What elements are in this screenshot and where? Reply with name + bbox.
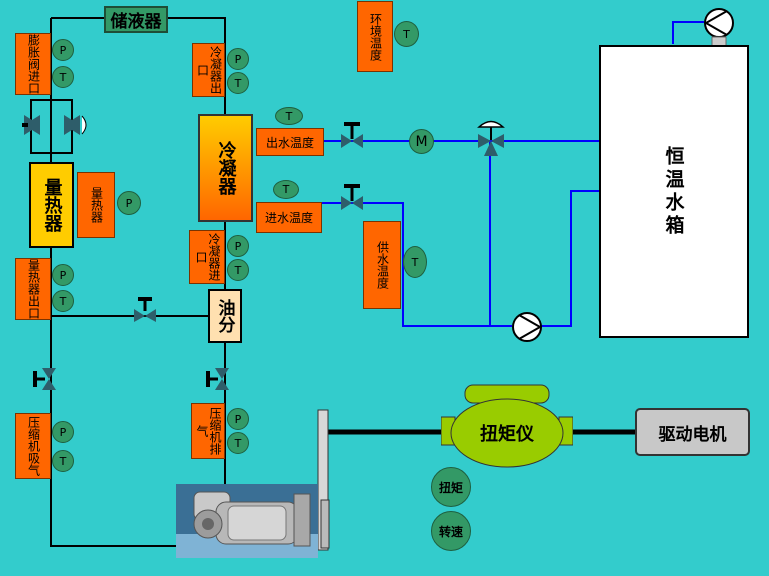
condenser-outlet-temp-gauge: T xyxy=(227,72,249,94)
inlet-water-valve-icon[interactable] xyxy=(340,183,364,211)
pump-to-tank xyxy=(541,190,599,327)
ambient-temp-tag: 环境温度 xyxy=(357,1,393,72)
water-tank: 恒温水箱 xyxy=(599,45,749,338)
condenser-inlet-pressure-gauge: P xyxy=(227,235,249,257)
outlet-water-temp-gauge: T xyxy=(275,107,303,125)
receiver-label: 储液器 xyxy=(110,12,162,32)
suction-pressure-gauge: P xyxy=(52,421,74,443)
compressor-suction-tag: 压缩机吸气 xyxy=(15,413,51,479)
condenser-box: 冷凝器 xyxy=(198,114,253,222)
circulation-pump-icon[interactable] xyxy=(511,311,543,343)
expansion-inlet-temp-gauge: T xyxy=(52,66,74,88)
evaporator-outlet-tag: 量热器出口 xyxy=(15,258,51,320)
inlet-water-temp-gauge: T xyxy=(273,180,299,199)
outlet-water-valve-icon[interactable] xyxy=(340,121,364,149)
suction-valve-icon[interactable] xyxy=(33,366,59,392)
oil-separator-box: 油分 xyxy=(208,289,242,343)
three-way-valve-icon[interactable] xyxy=(476,118,506,158)
torque-meter-label: 扭矩仪 xyxy=(480,424,534,445)
tank-pump-icon[interactable] xyxy=(703,7,735,47)
evaporator-outlet-temp-gauge: T xyxy=(52,290,74,312)
receiver-box: 储液器 xyxy=(104,6,168,33)
speed-gauge: 转速 xyxy=(431,511,471,551)
drive-motor-box: 驱动电机 xyxy=(635,408,750,456)
outlet-water-temp-tag: 出水温度 xyxy=(256,128,324,156)
condenser-label: 冷凝器 xyxy=(215,141,237,195)
torque-gauge: 扭矩 xyxy=(431,467,471,507)
drive-motor-label: 驱动电机 xyxy=(658,424,727,445)
torque-meter-icon xyxy=(441,384,573,468)
evaporator-side-tag: 量热器 xyxy=(77,172,115,238)
motor-icon: M xyxy=(409,129,434,154)
expansion-valve-right-icon[interactable] xyxy=(62,112,90,138)
compressor-image-icon xyxy=(176,484,318,558)
evaporator-label: 量热器 xyxy=(41,178,63,232)
coupling-right xyxy=(320,499,330,549)
compressor-discharge-tag: 压缩机排气 xyxy=(191,403,225,459)
evaporator-box: 量热器 xyxy=(29,162,74,248)
inlet-water-temp-tag: 进水温度 xyxy=(256,202,322,233)
ambient-temp-gauge: T xyxy=(394,21,419,47)
condenser-outlet-tag: 冷凝器出口 xyxy=(192,43,225,97)
evaporator-pressure-gauge: P xyxy=(117,191,141,215)
evaporator-outlet-pressure-gauge: P xyxy=(52,264,74,286)
condenser-inlet-temp-gauge: T xyxy=(227,259,249,281)
expansion-valve-inlet-tag: 膨胀阀进口 xyxy=(15,33,51,95)
supply-water-temp-gauge: T xyxy=(403,246,427,278)
suction-temp-gauge: T xyxy=(52,450,74,472)
expansion-valve-left-icon[interactable] xyxy=(22,112,42,138)
discharge-pressure-gauge: P xyxy=(227,408,249,430)
supply-water-temp-tag: 供水温度 xyxy=(363,221,401,309)
discharge-valve-icon[interactable] xyxy=(206,366,232,392)
condenser-outlet-pressure-gauge: P xyxy=(227,48,249,70)
expansion-bypass-loop xyxy=(30,99,73,154)
expansion-inlet-pressure-gauge: P xyxy=(52,39,74,61)
oil-separator-label: 油分 xyxy=(214,299,235,333)
coupling-left xyxy=(317,409,329,551)
discharge-temp-gauge: T xyxy=(227,432,249,454)
water-tank-label: 恒温水箱 xyxy=(662,145,685,238)
tank-top-pump xyxy=(672,21,704,44)
bypass-valve-icon[interactable] xyxy=(133,297,157,323)
condenser-inlet-tag: 冷凝器进口 xyxy=(189,230,225,284)
